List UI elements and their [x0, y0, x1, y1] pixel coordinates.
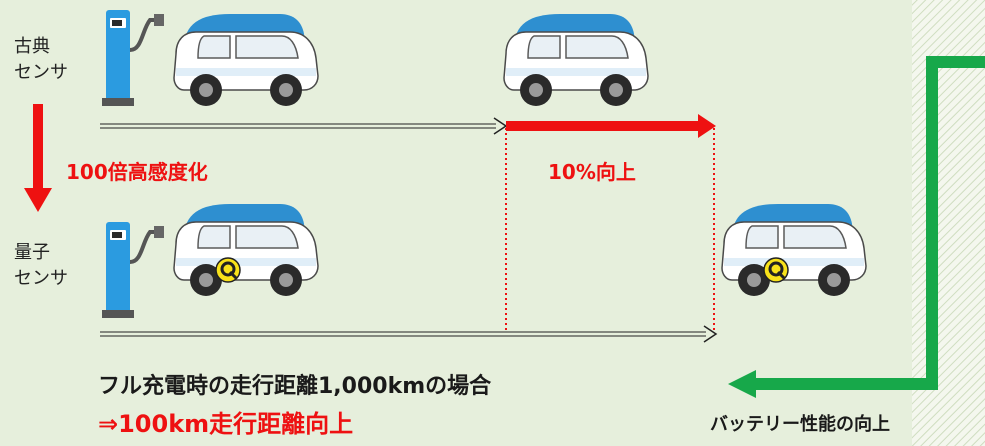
hatched-panel	[912, 0, 985, 446]
battery-label: バッテリー性能の向上	[710, 414, 890, 435]
sensitivity-label: 100倍高感度化	[66, 160, 208, 184]
sensitivity-arrow	[24, 104, 52, 212]
classic-label-line1: 古典	[14, 36, 50, 57]
improvement-label: 10%向上	[548, 160, 636, 184]
quantum-label-line1: 量子	[14, 242, 50, 263]
quantum-q-icon	[214, 256, 242, 284]
quantum-range-arrow	[100, 325, 718, 343]
classic-label-line2: センサ	[14, 62, 68, 83]
improvement-arrow	[506, 114, 716, 138]
quantum-label-line2: センサ	[14, 268, 68, 289]
battery-arrow	[728, 56, 985, 398]
quantum-q-icon	[762, 256, 790, 284]
range-case-label: フル充電時の走行距離1,000kmの場合	[98, 374, 492, 399]
range-result-label: ⇒100km走行距離向上	[98, 410, 354, 438]
